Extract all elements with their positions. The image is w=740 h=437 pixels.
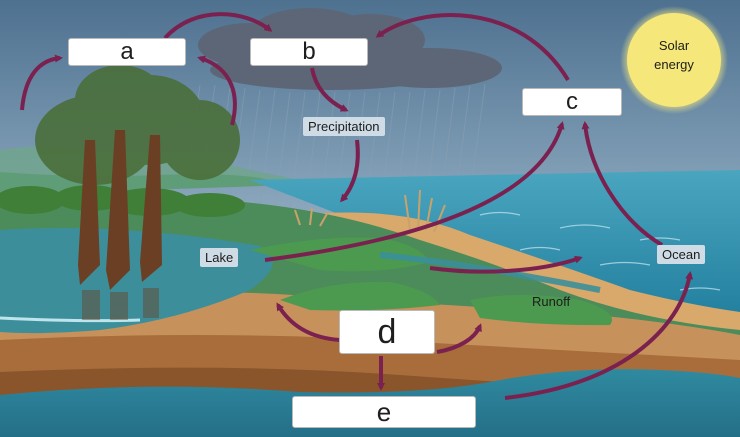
sun-label-line2: energy [654, 57, 694, 72]
lake-label: Lake [200, 248, 239, 267]
precipitation-label: Precipitation [303, 117, 385, 136]
sun-icon [627, 13, 721, 107]
runoff-label: Runoff [532, 294, 571, 309]
trees [35, 65, 240, 320]
answer-box-d[interactable]: d [339, 310, 435, 354]
sun-label-line1: Solar [658, 38, 690, 53]
stream [379, 252, 601, 293]
sun-label: Solar energy [626, 36, 722, 74]
answer-box-a[interactable]: a [68, 38, 186, 66]
ocean-label: Ocean [657, 245, 706, 264]
answer-box-b[interactable]: b [250, 38, 368, 66]
answer-box-e[interactable]: e [292, 396, 476, 428]
answer-box-c[interactable]: c [522, 88, 622, 116]
